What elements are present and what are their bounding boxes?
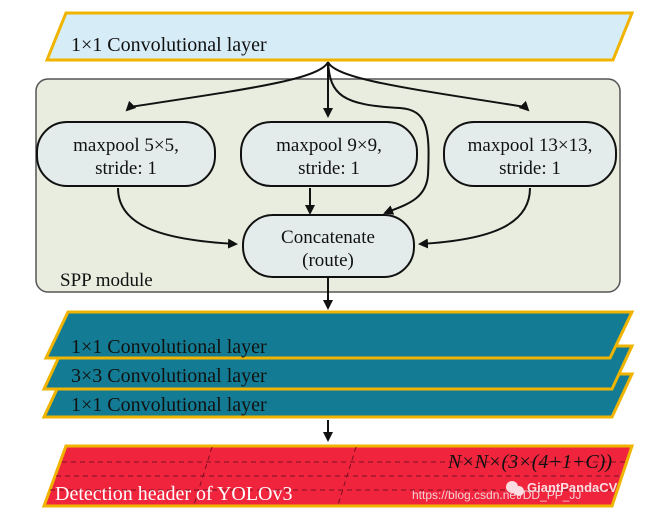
conv-layer-3-label: 1×1 Convolutional layer [71, 394, 267, 416]
watermark-brand: GiantPandaCV [527, 480, 618, 495]
maxpool-9-line2: stride: 1 [298, 158, 360, 179]
maxpool-5-line2: stride: 1 [95, 158, 157, 179]
concatenate-node: Concatenate (route) [242, 214, 415, 278]
maxpool-5-line1: maxpool 5×5, [73, 135, 179, 156]
conv-layer-1-label: 1×1 Convolutional layer [71, 336, 267, 358]
conv-layer-1: 1×1 Convolutional layer [43, 310, 635, 360]
detection-formula: N×N×(3×(4+1+C)) [447, 451, 612, 473]
maxpool-9-line1: maxpool 9×9, [276, 135, 382, 156]
concatenate-line1: Concatenate [281, 227, 375, 248]
conv-stack: 1×1 Convolutional layer 3×3 Convolutiona… [41, 310, 635, 419]
fanout-arrows [125, 61, 530, 215]
watermark: https://blog.csdn.net/DD_PP_JJ GiantPand… [412, 480, 618, 502]
conv-layer-2-label: 3×3 Convolutional layer [71, 365, 267, 387]
top-conv-label: 1×1 Convolutional layer [71, 34, 267, 56]
maxpool-9-node: maxpool 9×9, stride: 1 [240, 121, 418, 187]
merge-arrows [117, 187, 531, 249]
maxpool-13-node: maxpool 13×13, stride: 1 [443, 121, 617, 187]
maxpool-5-node: maxpool 5×5, stride: 1 [36, 121, 216, 187]
maxpool-13-line2: stride: 1 [499, 158, 561, 179]
maxpool-13-line1: maxpool 13×13, [468, 135, 593, 156]
concatenate-line2: (route) [302, 250, 354, 271]
wechat-icon [506, 481, 524, 496]
detection-header: N×N×(3×(4+1+C)) Detection header of YOLO… [41, 444, 635, 508]
watermark-url: https://blog.csdn.net/DD_PP_JJ [412, 488, 581, 502]
detection-label: Detection header of YOLOv3 [55, 483, 293, 505]
spp-module-label: SPP module [60, 270, 153, 291]
top-conv-layer: 1×1 Convolutional layer [44, 11, 635, 62]
